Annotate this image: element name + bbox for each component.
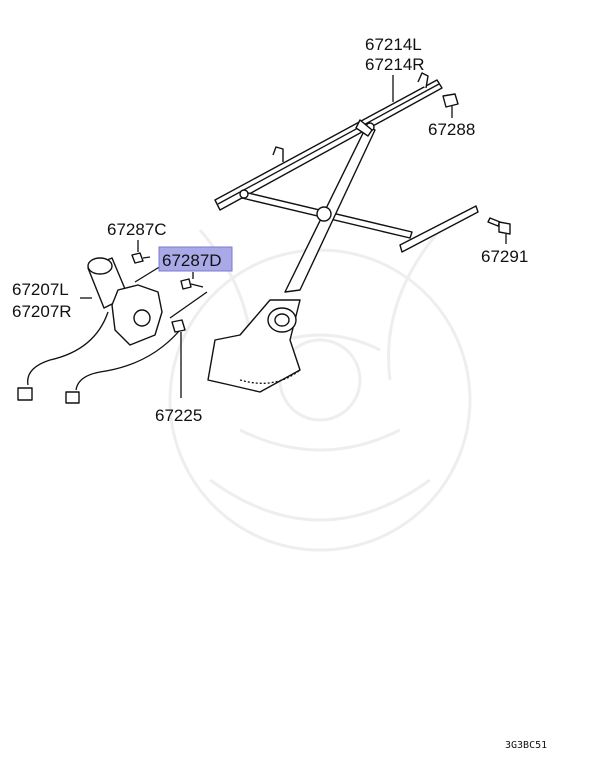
label-67207R[interactable]: 67207R — [12, 302, 72, 321]
window-regulator-assembly[interactable] — [207, 72, 479, 393]
label-67214L[interactable]: 67214L — [365, 35, 422, 54]
label-67287D[interactable]: 67287D — [162, 251, 222, 270]
label-67225[interactable]: 67225 — [155, 406, 202, 425]
bolt-67291[interactable] — [487, 217, 511, 235]
switch-67225[interactable] — [171, 319, 186, 333]
watermark-logo — [168, 229, 472, 552]
diagram-code: 3G3BC51 — [505, 740, 547, 751]
nut-67288[interactable] — [442, 93, 459, 108]
label-67291[interactable]: 67291 — [481, 247, 528, 266]
label-67207L[interactable]: 67207L — [12, 280, 69, 299]
bolt-67287D[interactable] — [180, 278, 204, 290]
label-67287C[interactable]: 67287C — [107, 220, 167, 239]
label-67214R[interactable]: 67214R — [365, 55, 425, 74]
highlight-box — [158, 246, 233, 272]
bolt-67287C[interactable] — [131, 252, 151, 264]
motor-67207[interactable] — [17, 257, 181, 404]
label-67288[interactable]: 67288 — [428, 120, 475, 139]
